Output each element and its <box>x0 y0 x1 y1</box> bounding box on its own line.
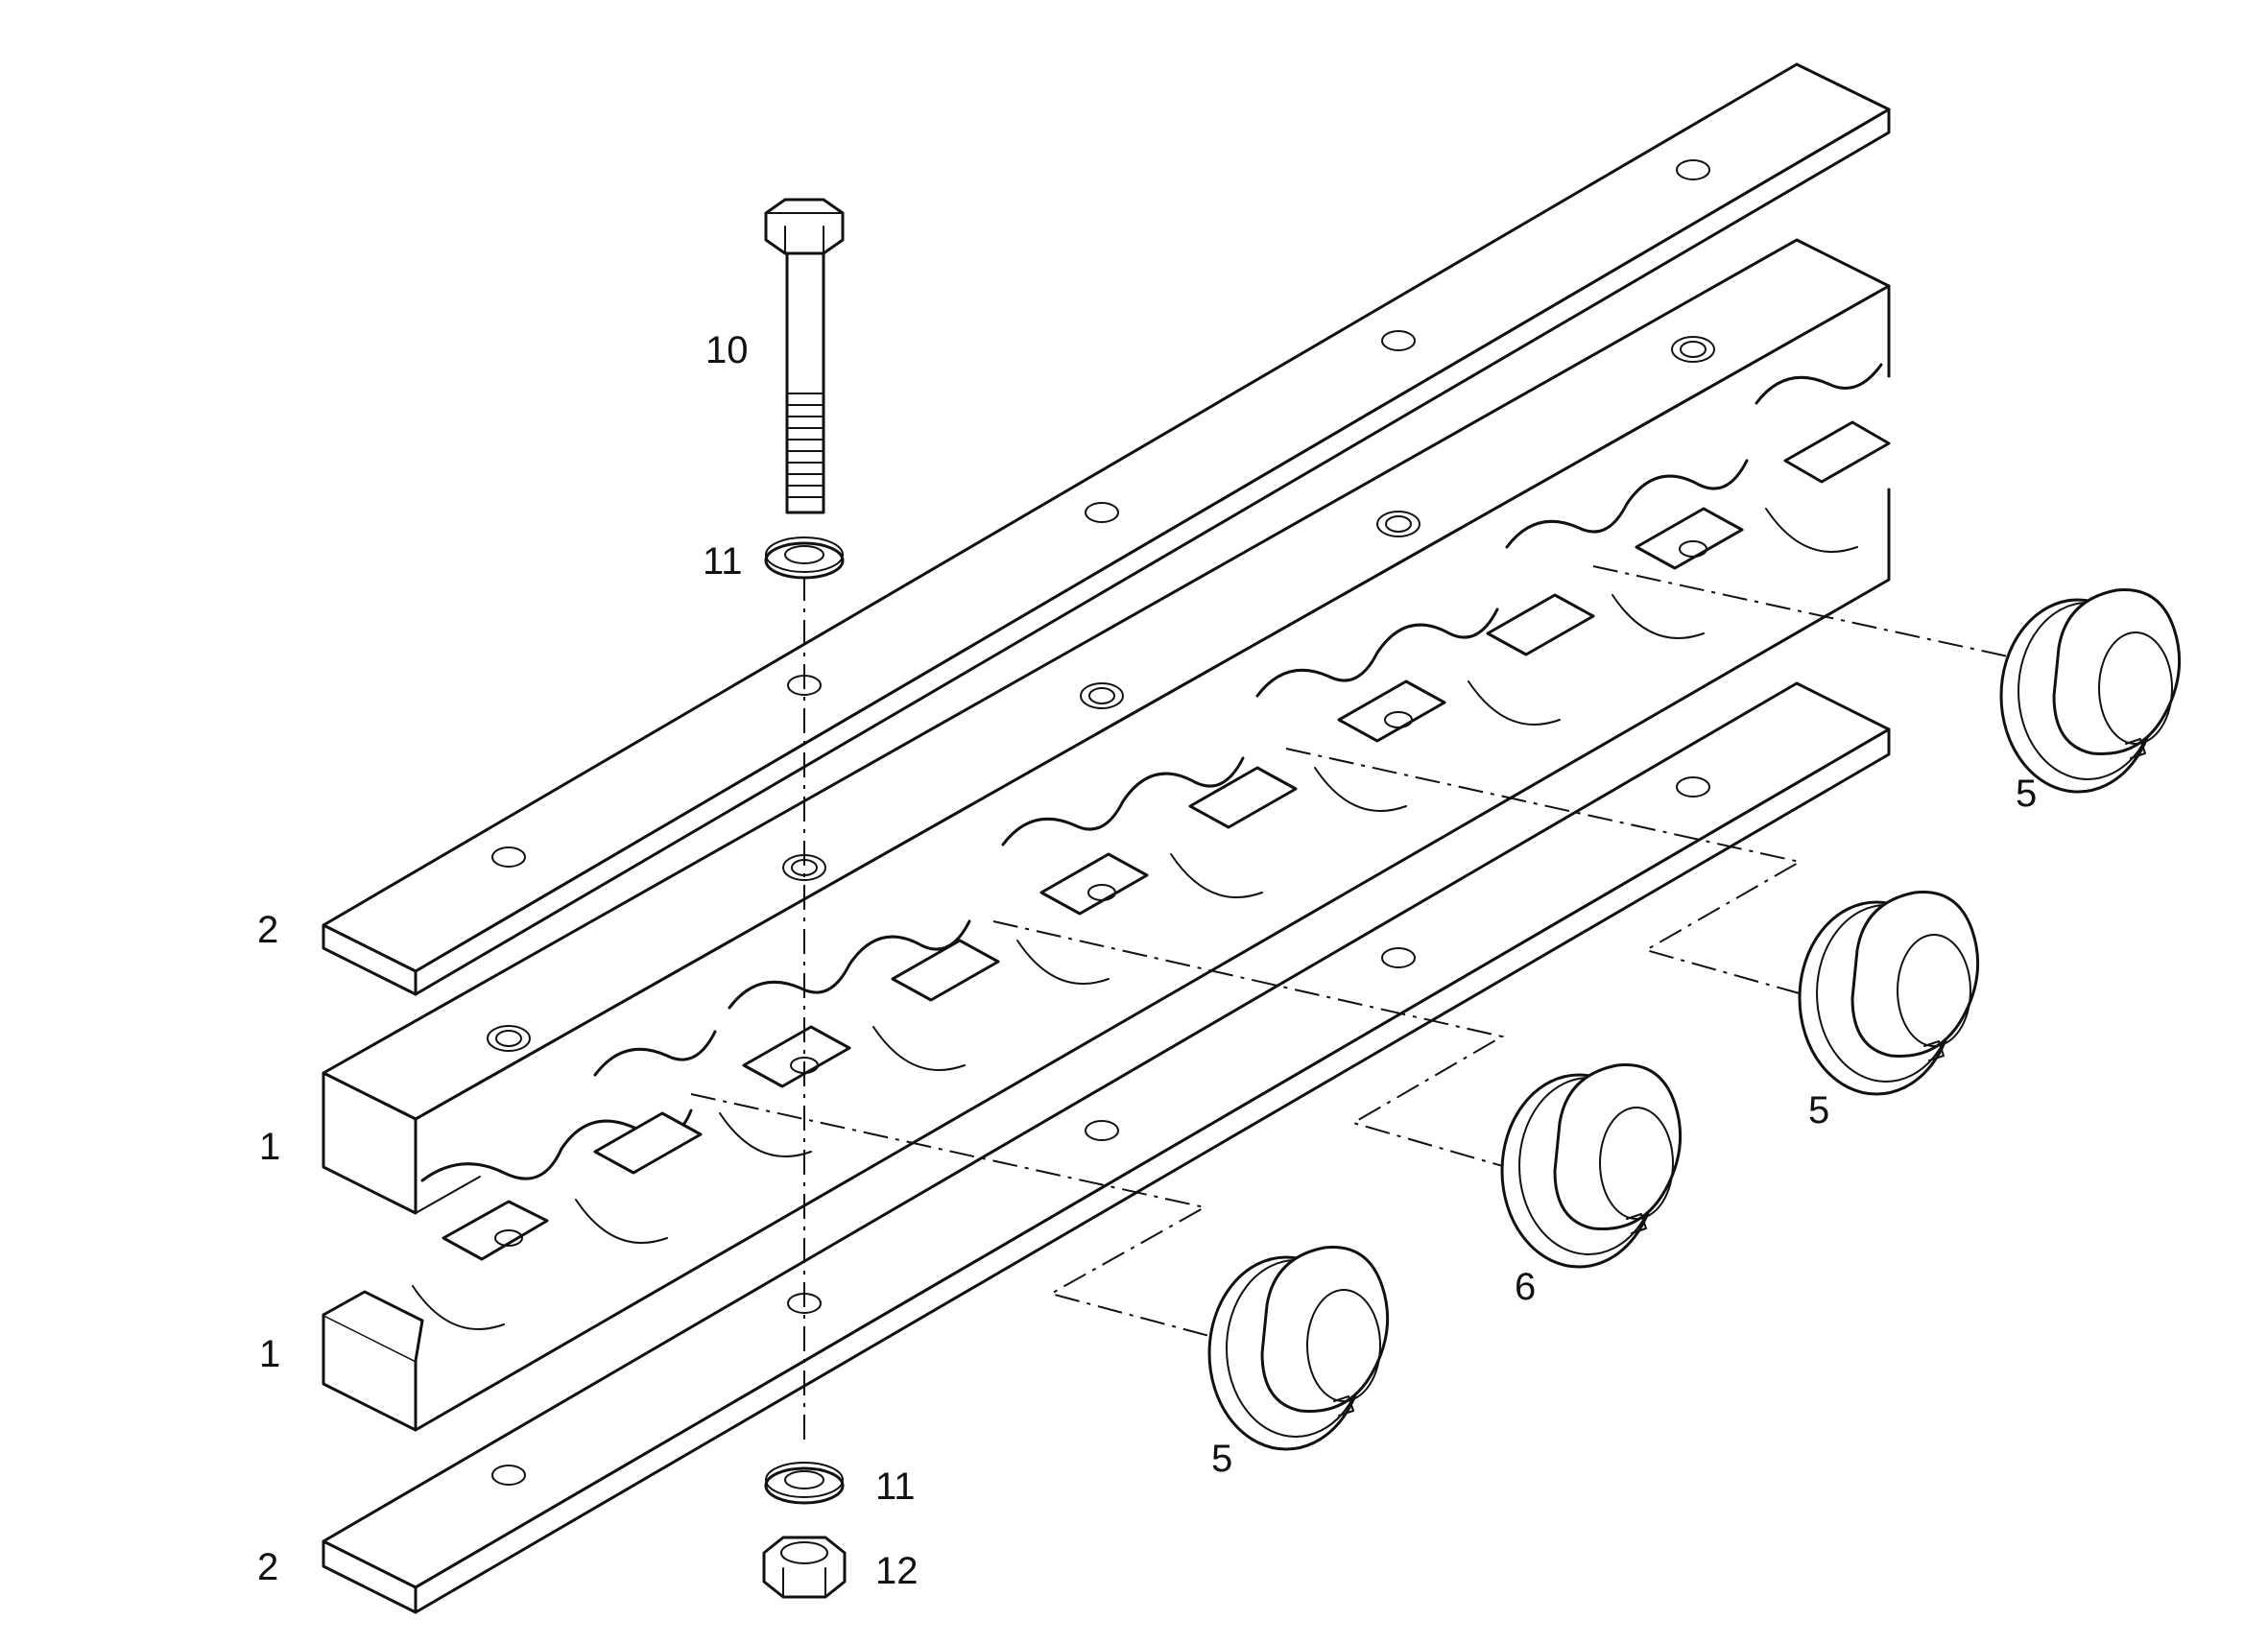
bushing-insert-c <box>1798 891 1980 1096</box>
bushing-insert-a <box>1207 1246 1390 1451</box>
callout-cover-plate-bottom: 2 <box>257 1546 278 1588</box>
insert-leader-lines <box>690 565 2036 1345</box>
washer-top <box>764 536 845 580</box>
bushing-insert-d <box>1999 588 2182 794</box>
callout-insert-b: 5 <box>1808 1089 1829 1132</box>
callout-clamp-body-upper: 1 <box>259 1126 280 1168</box>
cover-plate-bottom <box>322 681 1891 1614</box>
hex-bolt <box>764 198 845 514</box>
callout-cover-plate-top: 2 <box>257 909 278 951</box>
callout-washer-bottom: 11 <box>875 1465 916 1508</box>
callout-clamp-body-lower: 1 <box>259 1333 280 1375</box>
callout-insert-d: 6 <box>1515 1266 1536 1308</box>
clamp-body-lower <box>322 420 1891 1432</box>
washer-bottom <box>764 1462 845 1505</box>
cover-plate-top <box>322 62 1891 996</box>
callout-insert-c: 5 <box>2016 773 2037 815</box>
callout-insert-a: 5 <box>1211 1438 1232 1480</box>
hex-nut <box>762 1536 847 1599</box>
clamp-body-upper <box>322 238 1891 1215</box>
callout-bolt: 10 <box>705 329 749 371</box>
bushing-insert-b <box>1500 1063 1683 1269</box>
callout-nut: 12 <box>875 1550 919 1592</box>
callout-washer-top: 11 <box>703 540 743 583</box>
